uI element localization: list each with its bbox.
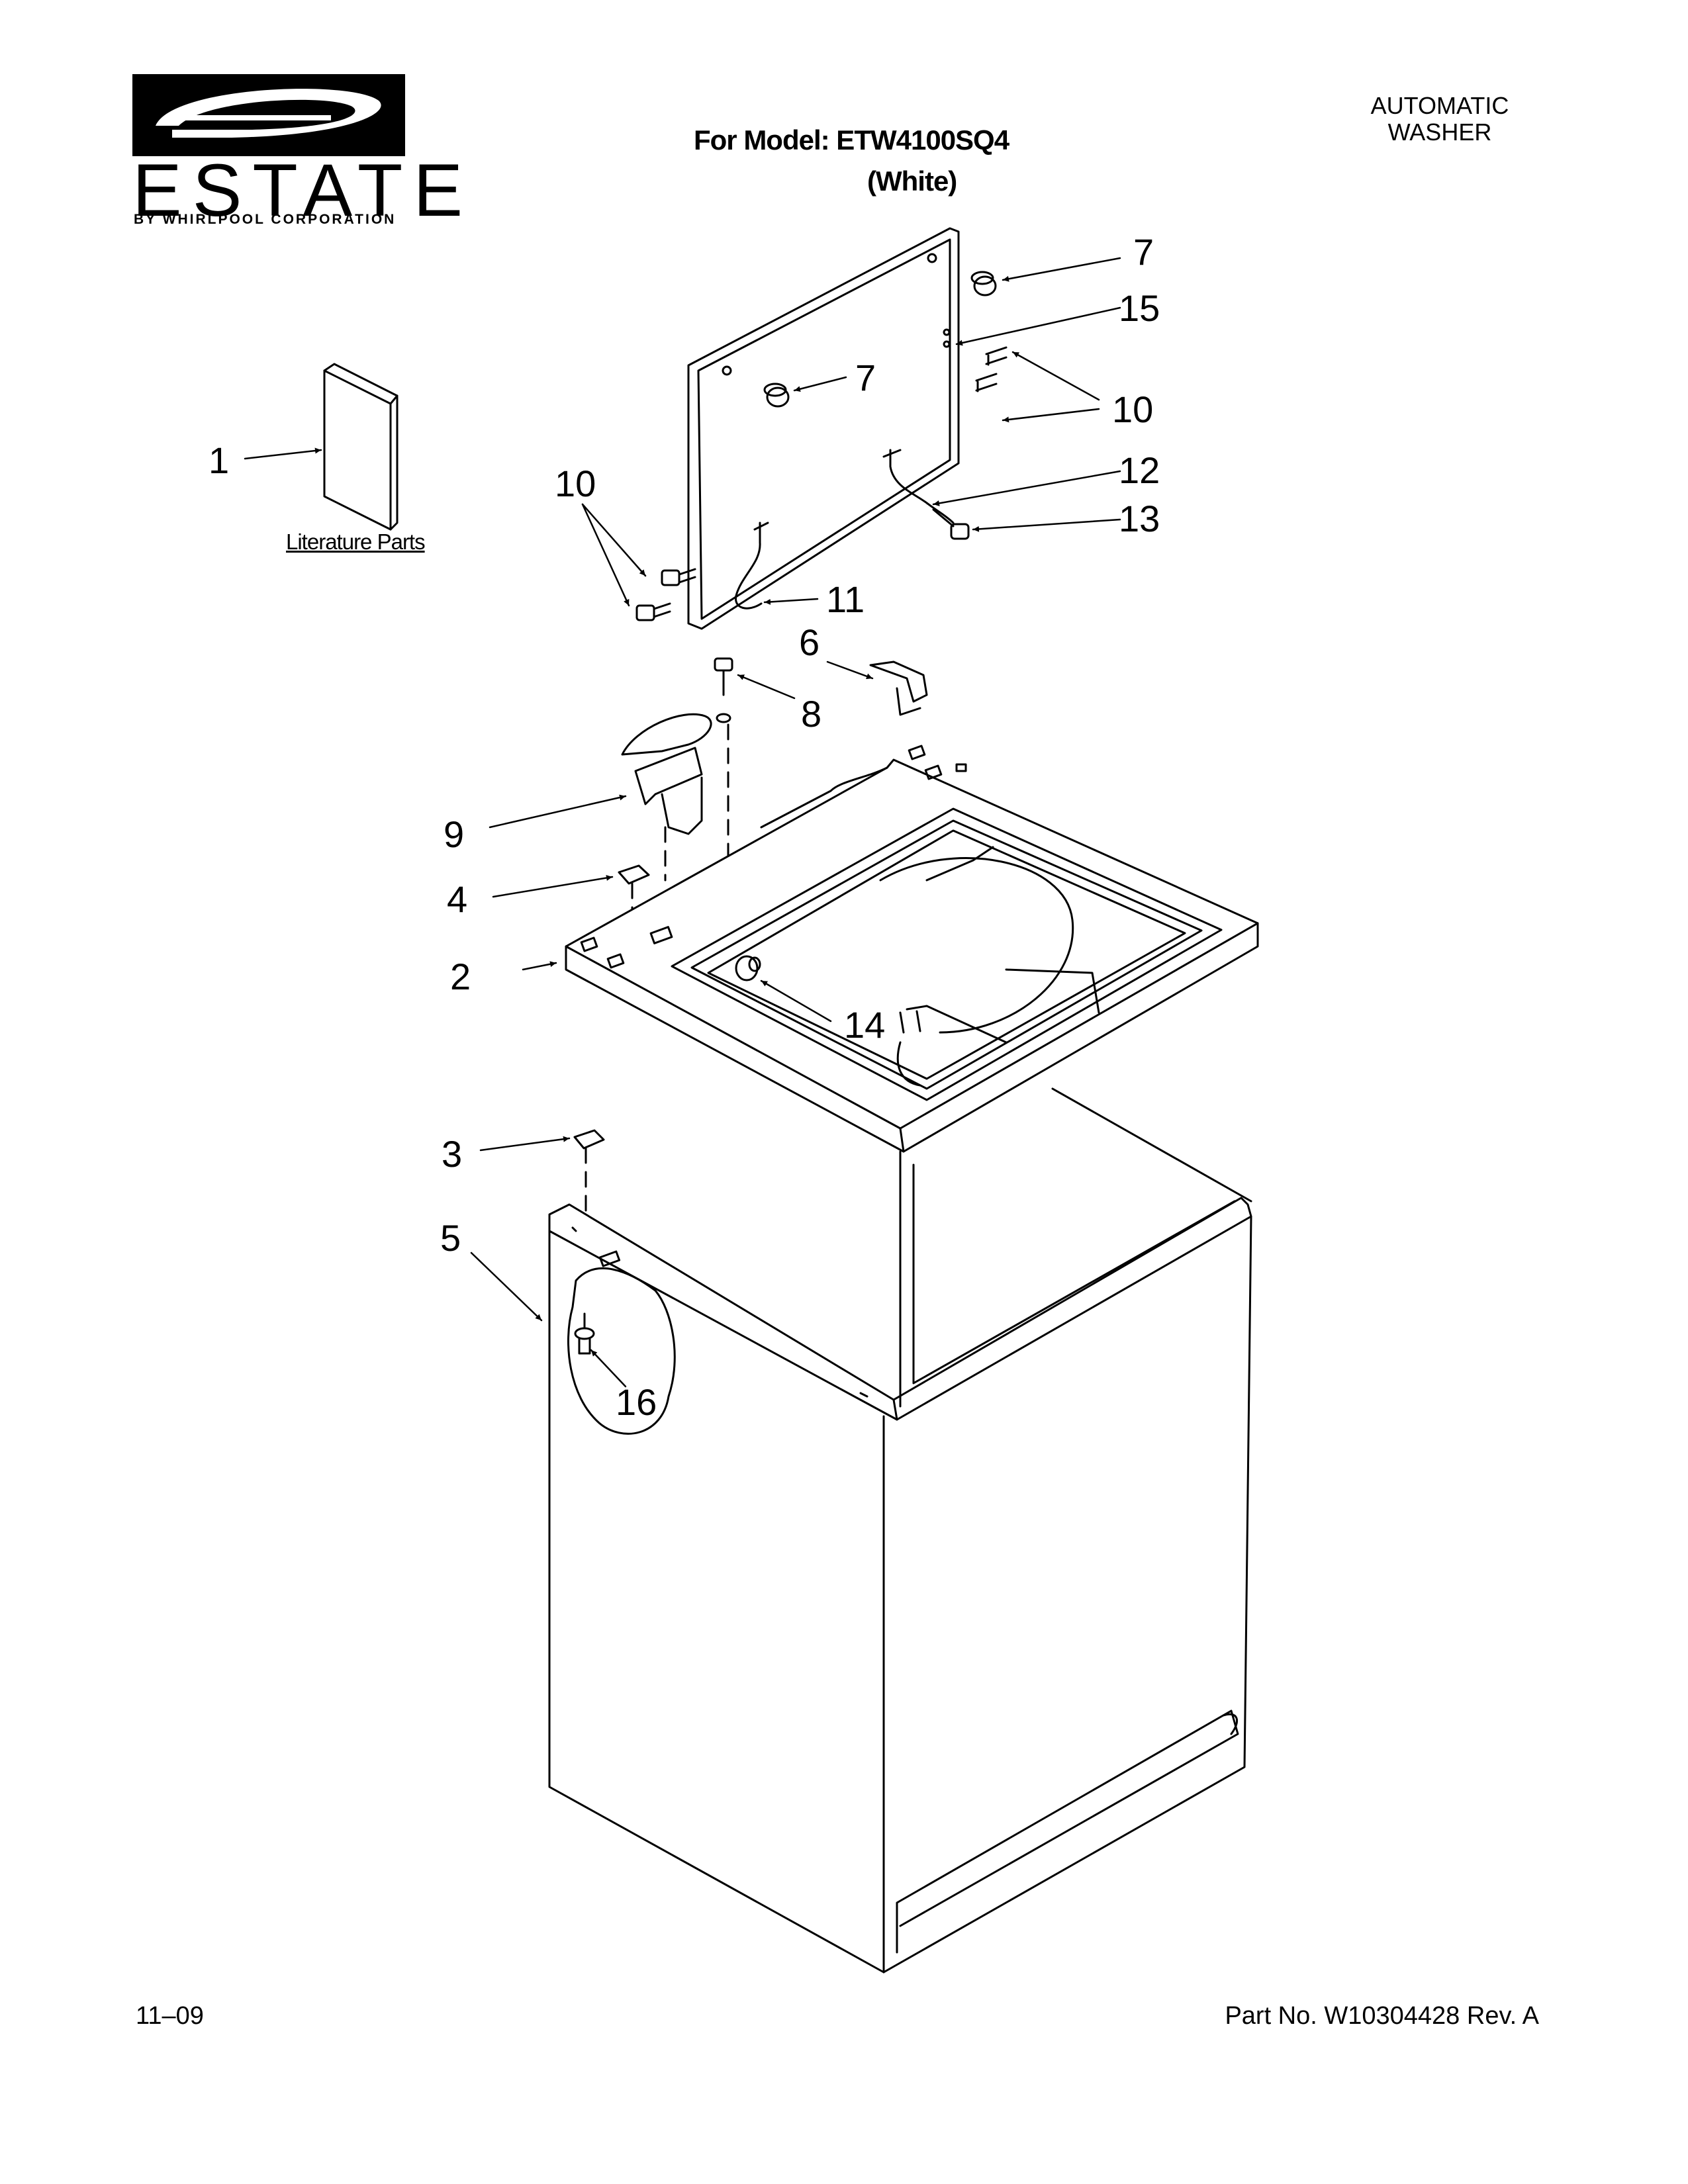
top-clip-lower	[573, 1129, 605, 1226]
brand-name: ESTATE	[132, 149, 474, 232]
lid-bumper	[763, 271, 997, 408]
estate-logo-mark	[132, 74, 405, 156]
callout-16: 16	[616, 1381, 657, 1423]
literature-booklet	[323, 363, 399, 531]
brand-subtitle: BY WHIRLPOOL CORPORATION	[134, 212, 397, 227]
document-type-line1: AUTOMATIC	[1370, 92, 1509, 119]
callout-14: 14	[844, 1004, 885, 1046]
callout-10a: 10	[1112, 388, 1153, 430]
callout-leaders	[244, 257, 1121, 1388]
callout-13: 13	[1119, 498, 1160, 539]
callout-4: 4	[447, 878, 467, 920]
lid-hinge-right	[882, 449, 955, 524]
model-number: For Model: ETW4100SQ4	[694, 124, 1009, 156]
cabinet-screw	[574, 1312, 595, 1355]
callout-6: 6	[799, 621, 820, 663]
fill-hose-nozzle	[735, 955, 921, 1034]
revision-date: 11–09	[136, 2002, 204, 2030]
model-color: (White)	[867, 165, 957, 197]
part-number: Part No. W10304428 Rev. A	[1225, 2002, 1539, 2030]
callout-15: 15	[1119, 287, 1160, 329]
lid-switch	[621, 713, 712, 882]
callout-12: 12	[1119, 449, 1160, 491]
callout-9: 9	[444, 813, 464, 855]
callout-2: 2	[450, 956, 471, 997]
callout-5: 5	[440, 1217, 461, 1259]
lid-switch-clip	[869, 660, 928, 716]
callout-3: 3	[442, 1133, 462, 1175]
callout-11: 11	[826, 578, 865, 620]
washer-lid	[687, 227, 960, 630]
hinge-end-cap	[932, 508, 970, 540]
hinge-screws	[635, 346, 1008, 621]
lid-hinge-left	[735, 522, 769, 610]
callout-10b: 10	[555, 463, 596, 504]
document-type-line2: WASHER	[1387, 118, 1492, 146]
document-type: AUTOMATIC WASHER	[1334, 93, 1546, 146]
callout-7b: 7	[855, 357, 876, 398]
literature-parts-label: Literature Parts	[286, 529, 426, 554]
washer-top-panel	[565, 745, 1259, 1153]
callout-8: 8	[801, 693, 821, 735]
callout-7a: 7	[1133, 231, 1154, 273]
callout-1: 1	[209, 439, 229, 481]
callout-numbers: 1 2 3 4 5 6 7 7 8 9 10 10 11 12 13 14 15…	[209, 231, 1160, 1423]
washer-cabinet	[548, 1087, 1252, 1974]
